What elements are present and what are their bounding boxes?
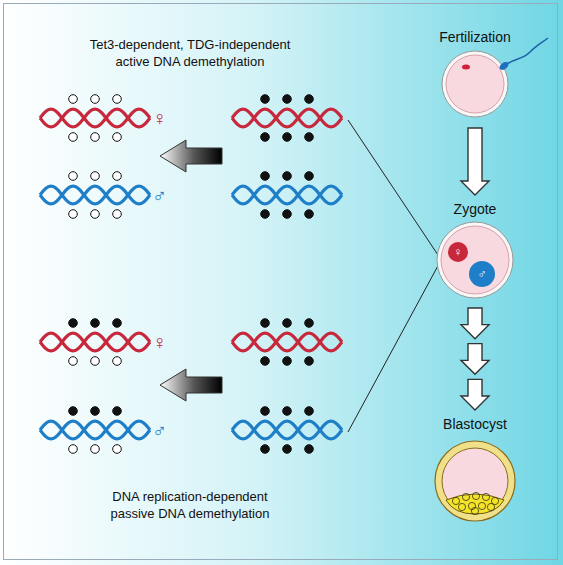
- stage-label: Fertilization: [425, 28, 525, 46]
- stage-label: Zygote: [425, 200, 525, 218]
- stage-arrow: [461, 308, 489, 410]
- cell-node: Fertilization: [425, 28, 525, 122]
- egg-cell: [442, 38, 548, 117]
- blastocyst: [435, 441, 515, 521]
- cell-node: Zygote ♀ ♂: [425, 200, 525, 302]
- sex-symbol: ♂: [478, 268, 487, 280]
- dna-helix: [40, 172, 150, 219]
- cell-area: [425, 218, 525, 302]
- cell-node: Blastocyst: [420, 415, 530, 529]
- stage-arrow: [461, 128, 489, 195]
- sex-symbol: ♂: [152, 184, 167, 206]
- cell-area: [420, 433, 530, 529]
- zygote-cell: [437, 222, 513, 298]
- process-arrow: [160, 369, 222, 401]
- process-arrow: [160, 140, 222, 172]
- dna-helix: [232, 95, 342, 142]
- pronucleus: ♀: [448, 242, 468, 262]
- pronucleus: ♂: [469, 261, 495, 287]
- dna-helix: [40, 407, 150, 454]
- sex-symbol: ♀: [152, 331, 167, 353]
- sex-symbol: ♀: [454, 246, 463, 258]
- dna-helix: [40, 95, 150, 142]
- leader-line: [348, 120, 440, 258]
- sex-symbol: ♀: [152, 107, 167, 129]
- dna-helix: [232, 172, 342, 219]
- dna-helix: [232, 407, 342, 454]
- dna-helix: [232, 319, 342, 366]
- sex-symbol: ♂: [152, 419, 167, 441]
- mechanism-label: Tet3-dependent, TDG-independent active D…: [80, 36, 300, 70]
- mechanism-label: DNA replication-dependent passive DNA de…: [90, 488, 290, 522]
- stage-label: Blastocyst: [420, 415, 530, 433]
- dna-helix: [40, 319, 150, 366]
- leader-line: [348, 262, 440, 432]
- cell-area: [425, 46, 525, 122]
